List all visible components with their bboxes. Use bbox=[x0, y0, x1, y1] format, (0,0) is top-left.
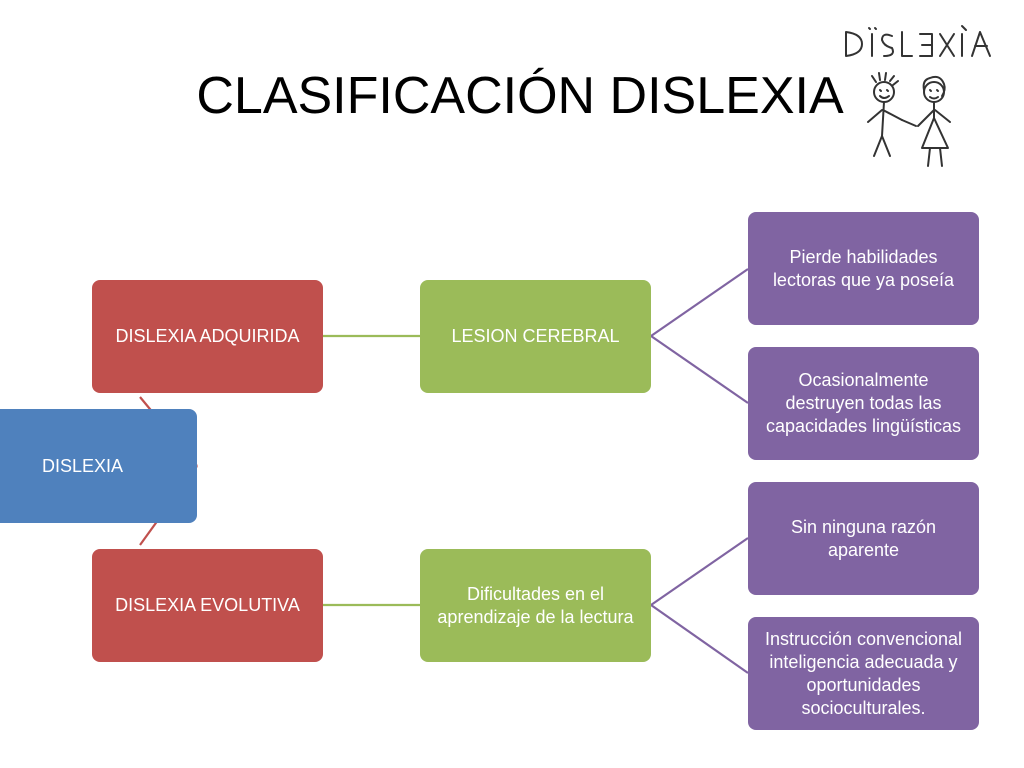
node-instruccion-label: Instrucción convencional inteligencia ad… bbox=[764, 628, 963, 718]
connector-lesion-leaf1 bbox=[650, 268, 749, 337]
node-dislexia-label: DISLEXIA bbox=[41, 455, 124, 476]
node-instruccion: Instrucción convencional inteligencia ad… bbox=[748, 617, 979, 730]
connector-dificultades-leaf3 bbox=[650, 537, 749, 606]
node-sin-razon-label: Sin ninguna razón aparente bbox=[790, 516, 937, 560]
node-dificultades-label: Dificultades en el aprendizaje de la lec… bbox=[437, 583, 634, 627]
node-lesion-cerebral-label: LESION CEREBRAL bbox=[451, 326, 620, 346]
node-dislexia-evolutiva: DISLEXIA EVOLUTIVA bbox=[92, 549, 323, 662]
node-pierde-habilidades-label: Pierde habilidades lectoras que ya poseí… bbox=[772, 246, 955, 290]
slide-title: CLASIFICACIÓN DISLEXIA bbox=[196, 67, 844, 125]
node-dislexia-adquirida: DISLEXIA ADQUIRIDA bbox=[92, 280, 323, 393]
child-drawing-icon bbox=[845, 25, 991, 167]
connector-lesion-leaf2 bbox=[650, 335, 749, 404]
node-dificultades: Dificultades en el aprendizaje de la lec… bbox=[420, 549, 651, 662]
node-sin-razon: Sin ninguna razón aparente bbox=[748, 482, 979, 595]
node-ocasionalmente-label: Ocasionalmente destruyen todas las capac… bbox=[765, 370, 962, 436]
connector-dificultades-leaf4 bbox=[650, 604, 749, 674]
node-dislexia-evolutiva-label: DISLEXIA EVOLUTIVA bbox=[115, 595, 300, 615]
node-dislexia-adquirida-label: DISLEXIA ADQUIRIDA bbox=[115, 326, 300, 346]
node-lesion-cerebral: LESION CEREBRAL bbox=[420, 280, 651, 393]
node-dislexia: DISLEXIA bbox=[0, 409, 197, 523]
node-pierde-habilidades: Pierde habilidades lectoras que ya poseí… bbox=[748, 212, 979, 325]
node-ocasionalmente: Ocasionalmente destruyen todas las capac… bbox=[748, 347, 979, 460]
